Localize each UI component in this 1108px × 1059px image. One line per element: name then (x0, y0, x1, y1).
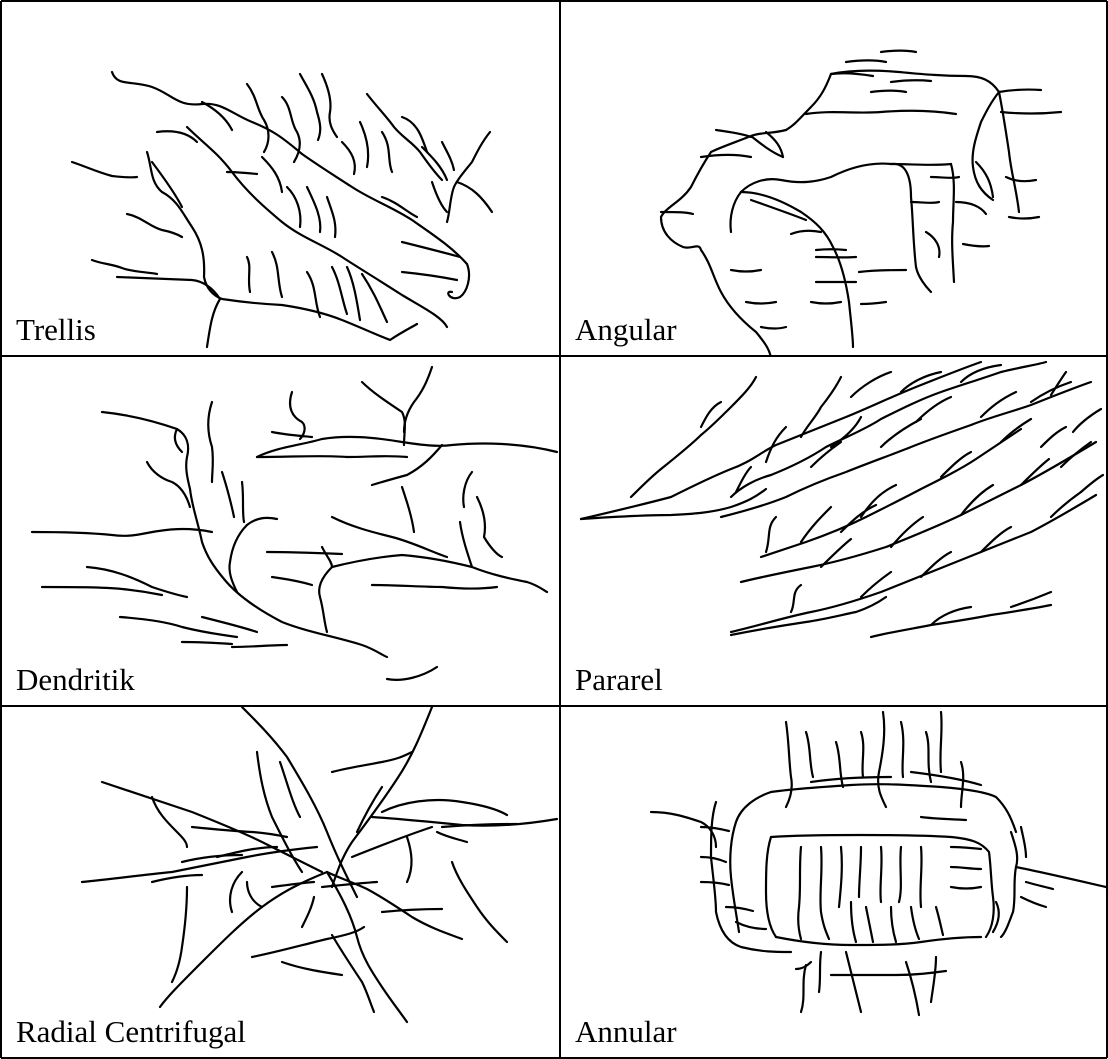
dendritik-drainage-diagram (2, 357, 559, 705)
cell-label: Radial Centrifugal (16, 1016, 246, 1047)
cell-label: Angular (575, 314, 677, 345)
cell-label: Pararel (575, 664, 663, 695)
cell-label: Trellis (16, 314, 96, 345)
radial-centrifugal-drainage-diagram (2, 707, 559, 1057)
cell-trellis: Trellis (2, 2, 559, 355)
cell-angular: Angular (561, 2, 1106, 355)
trellis-drainage-diagram (2, 2, 559, 355)
cell-annular: Annular (561, 707, 1106, 1057)
pararel-drainage-diagram (561, 357, 1106, 705)
angular-drainage-diagram (561, 2, 1106, 355)
cell-pararel: Pararel (561, 357, 1106, 705)
cell-label: Annular (575, 1016, 677, 1047)
cell-label: Dendritik (16, 664, 135, 695)
annular-drainage-diagram (561, 707, 1106, 1057)
cell-radial-centrifugal: Radial Centrifugal (2, 707, 559, 1057)
cell-dendritik: Dendritik (2, 357, 559, 705)
